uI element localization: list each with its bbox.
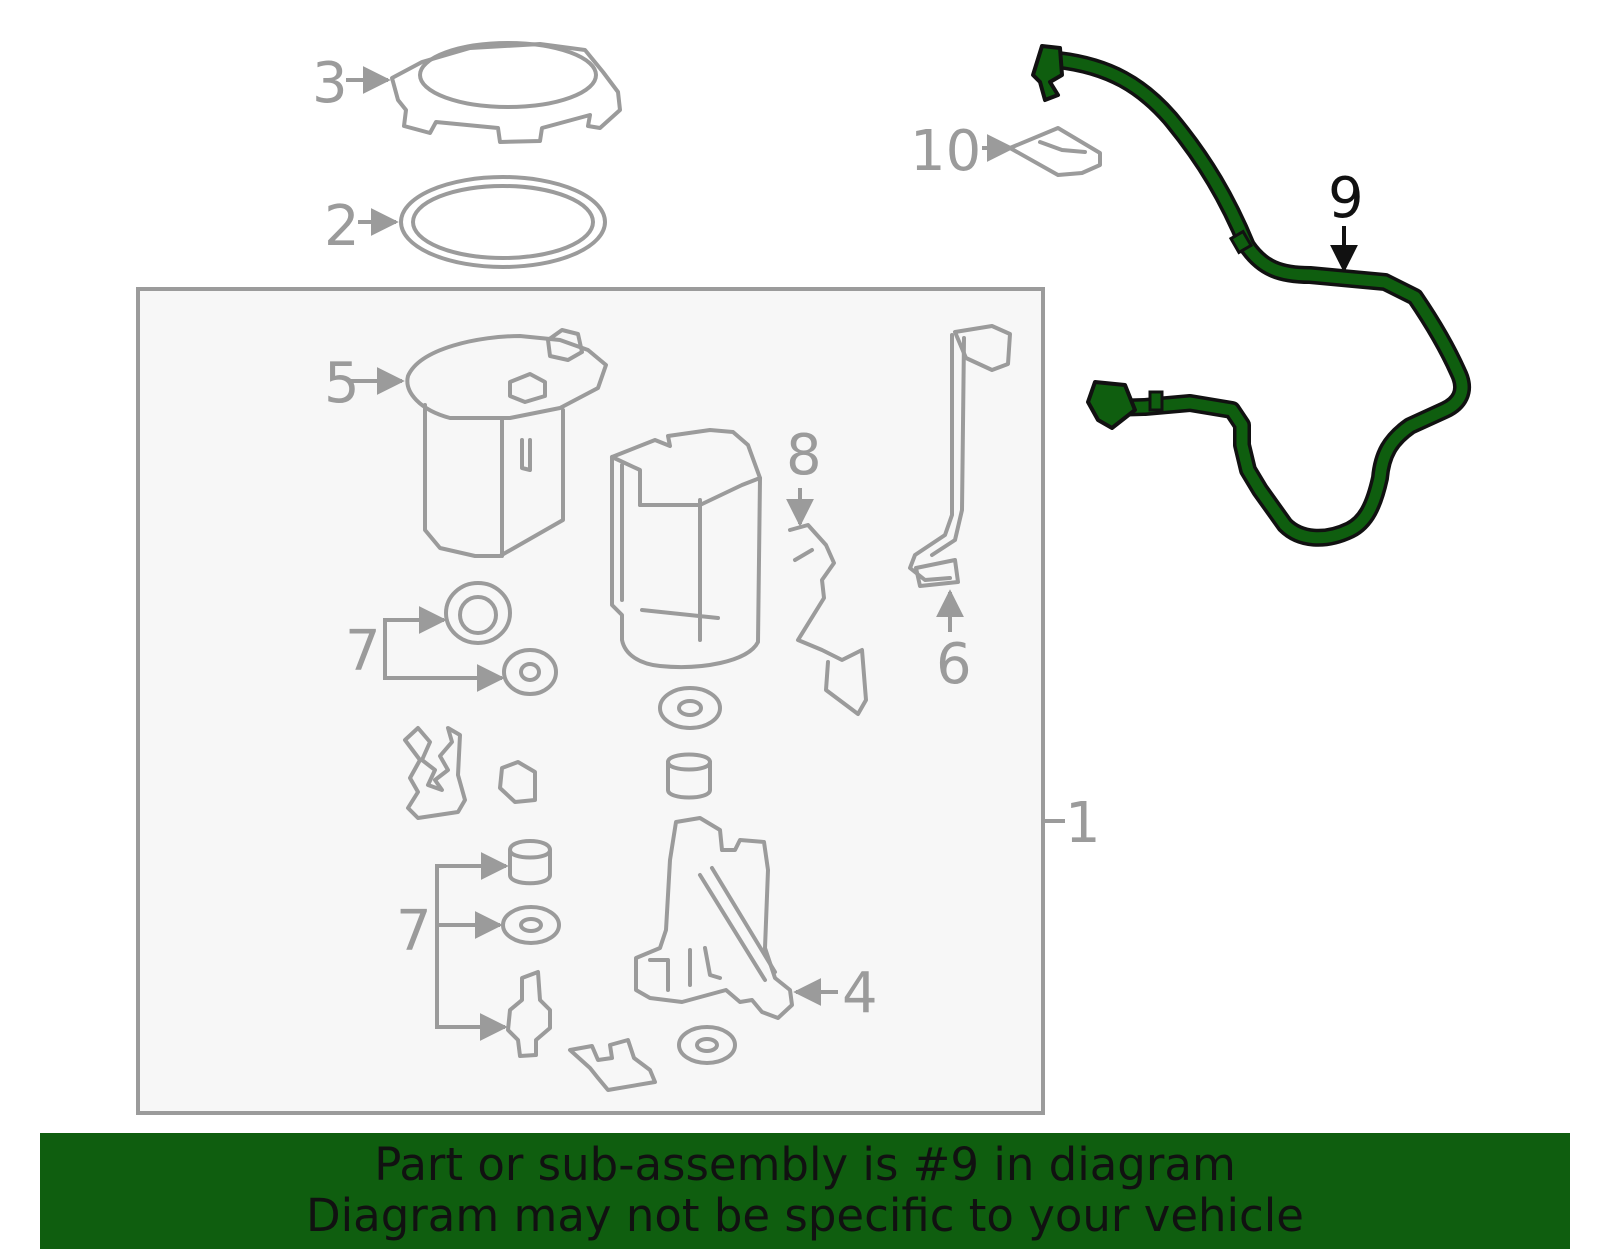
sender-part [788, 523, 868, 716]
callout-6: 6 [936, 632, 972, 697]
pump-flange-part [405, 328, 608, 558]
assembly-box [136, 287, 1045, 1115]
callout-10: 10 [910, 119, 981, 184]
callout-1: 1 [1065, 791, 1101, 856]
callout-2: 2 [324, 194, 360, 259]
clips-seals-part [403, 686, 722, 820]
clip-part-10 [1008, 126, 1102, 177]
callout-4: 4 [842, 961, 878, 1026]
reservoir-part [610, 428, 762, 669]
banner-line-1: Part or sub-assembly is #9 in diagram [374, 1138, 1236, 1191]
callout-7-upper: 7 [345, 619, 381, 684]
fuel-hose-part-9 [1031, 44, 1472, 547]
seal-set-part-lower [501, 839, 737, 1092]
callout-8: 8 [786, 423, 822, 488]
callout-5: 5 [324, 351, 360, 416]
gasket-part [399, 175, 607, 269]
bracket-part [634, 816, 794, 1020]
callout-9: 9 [1328, 166, 1364, 231]
callout-7-lower: 7 [396, 899, 432, 964]
banner-line-2: Diagram may not be specific to your vehi… [306, 1189, 1304, 1242]
lock-ring-part [390, 41, 622, 144]
callout-3: 3 [312, 51, 348, 116]
info-banner: Part or sub-assembly is #9 in diagram Di… [40, 1133, 1570, 1249]
wire-harness-part [908, 324, 1012, 588]
